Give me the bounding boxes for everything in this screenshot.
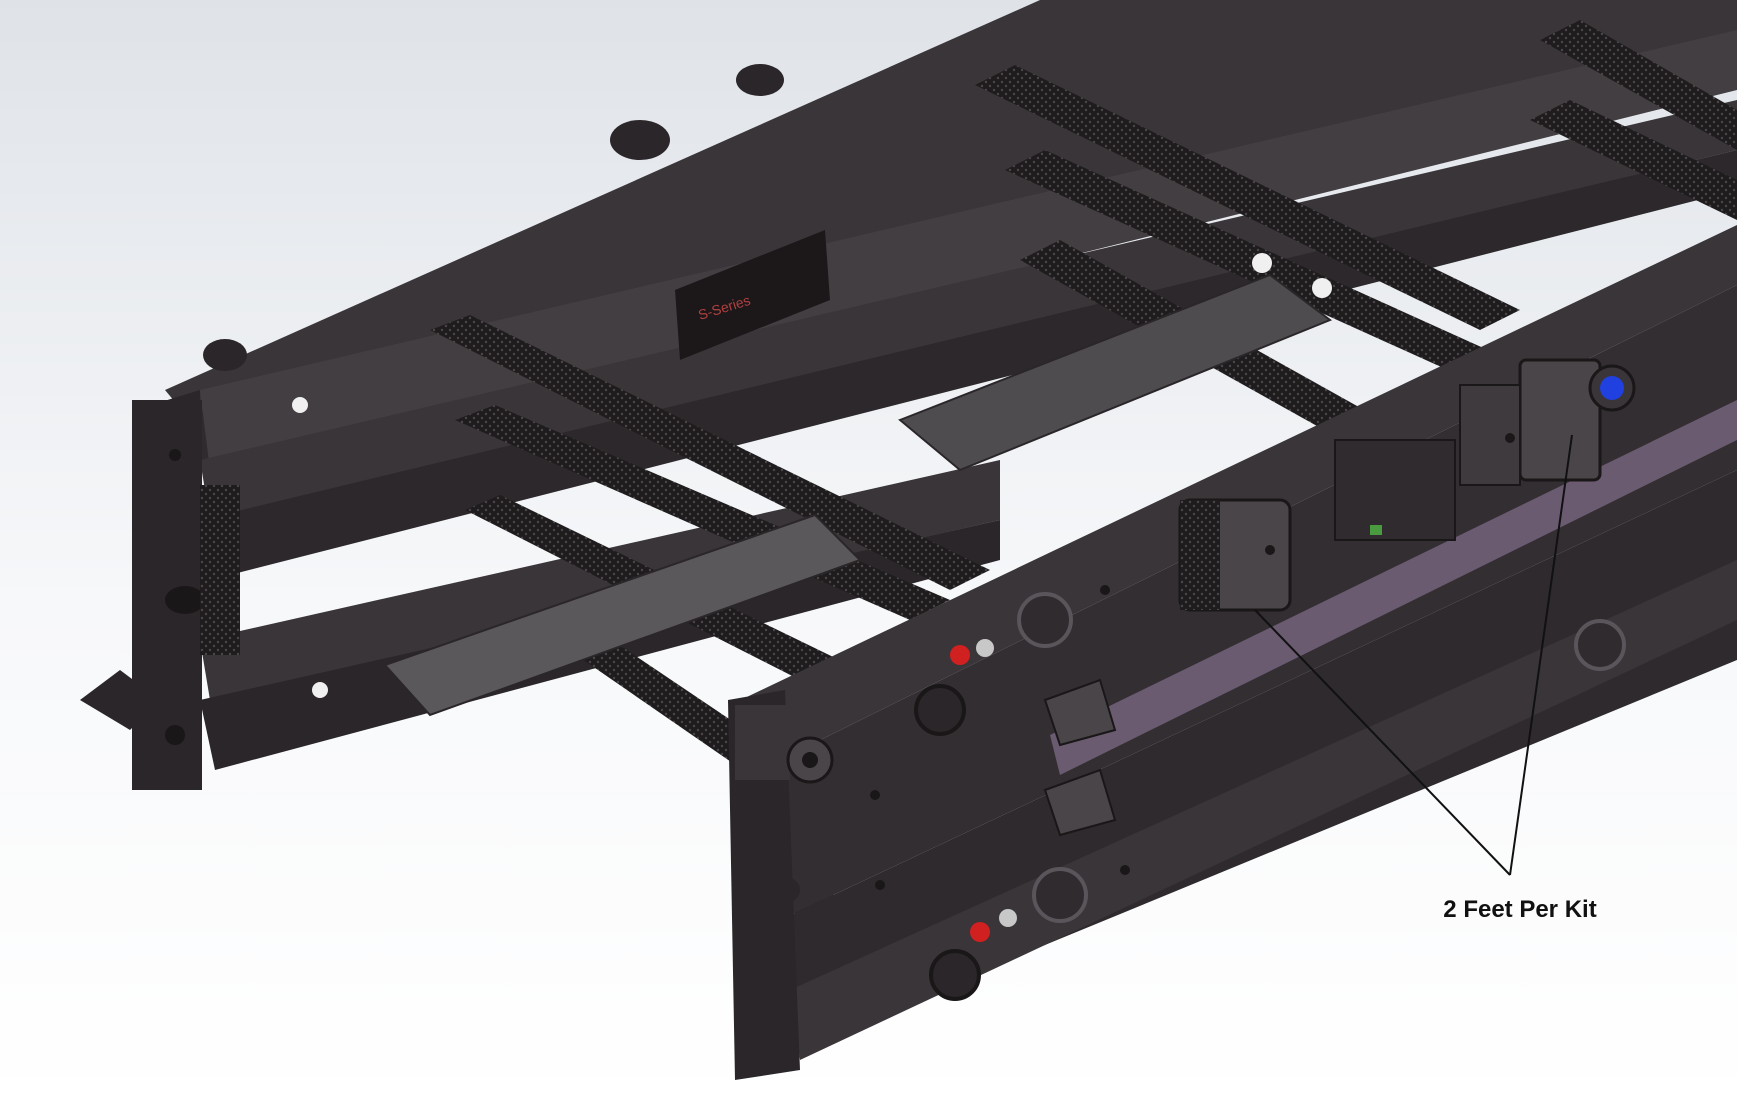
panel-marking: S-Series — [675, 230, 830, 360]
leader-line-right — [1509, 434, 1573, 876]
front-frame — [728, 225, 1737, 1080]
leader-line-left — [1254, 609, 1511, 876]
callout-leaders — [1254, 434, 1573, 876]
callout-label: 2 Feet Per Kit — [1443, 896, 1597, 923]
foot-right — [1459, 358, 1636, 486]
slide-plates — [383, 253, 1333, 717]
foot-left — [1178, 498, 1292, 612]
